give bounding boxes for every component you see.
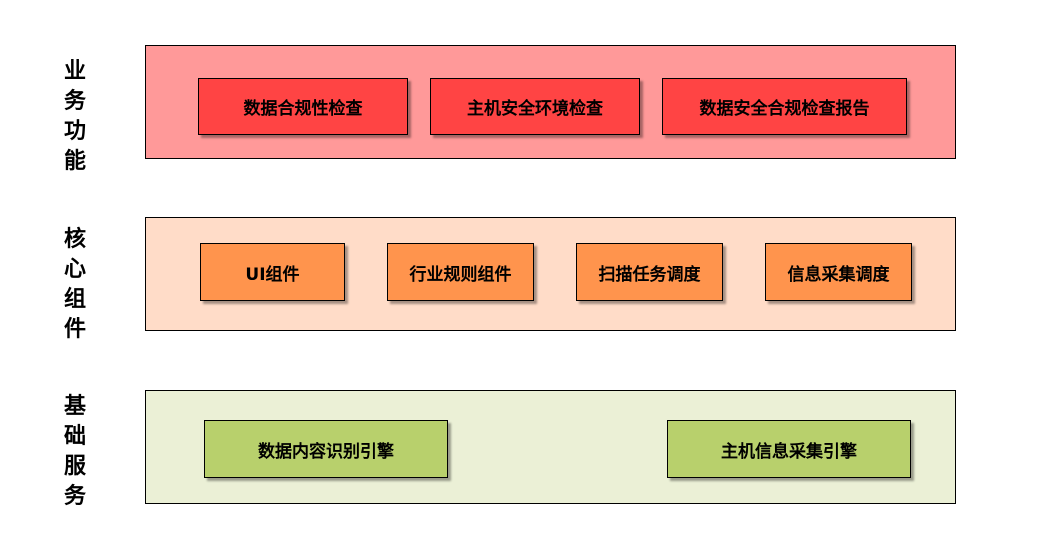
layer-label-char: 业 [63,59,86,84]
module-compliance-report: 数据安全合规检查报告 [662,78,907,135]
layer-label-foundation: 基 础 服 务 [50,392,100,512]
layer-label-char: 功 [63,119,86,144]
layer-label-char: 务 [63,89,86,114]
layer-label-business: 业 务 功 能 [50,57,100,177]
layer-label-char: 心 [63,257,86,282]
module-scan-scheduling: 扫描任务调度 [576,243,723,301]
module-ui-component: UI组件 [200,243,345,301]
module-data-recognition-engine: 数据内容识别引擎 [204,420,448,478]
module-industry-rules: 行业规则组件 [387,243,534,301]
layer-label-char: 件 [63,317,86,342]
layer-label-core: 核 心 组 件 [50,225,100,345]
layer-label-char: 础 [63,424,86,449]
module-host-collection-engine: 主机信息采集引擎 [667,420,911,478]
layer-label-char: 务 [63,484,86,509]
layer-box-core: UI组件 行业规则组件 扫描任务调度 信息采集调度 [145,217,956,331]
module-info-collection-scheduling: 信息采集调度 [765,243,912,301]
layer-box-foundation: 数据内容识别引擎 主机信息采集引擎 [145,390,956,504]
layer-label-char: 基 [63,394,86,419]
layer-label-char: 能 [63,149,86,174]
layer-box-business: 数据合规性检查 主机安全环境检查 数据安全合规检查报告 [145,45,956,159]
layer-label-char: 组 [63,287,86,312]
module-data-compliance-check: 数据合规性检查 [198,78,408,135]
layer-label-char: 核 [63,227,86,252]
module-host-security-check: 主机安全环境检查 [430,78,640,135]
layer-label-char: 服 [63,454,86,479]
